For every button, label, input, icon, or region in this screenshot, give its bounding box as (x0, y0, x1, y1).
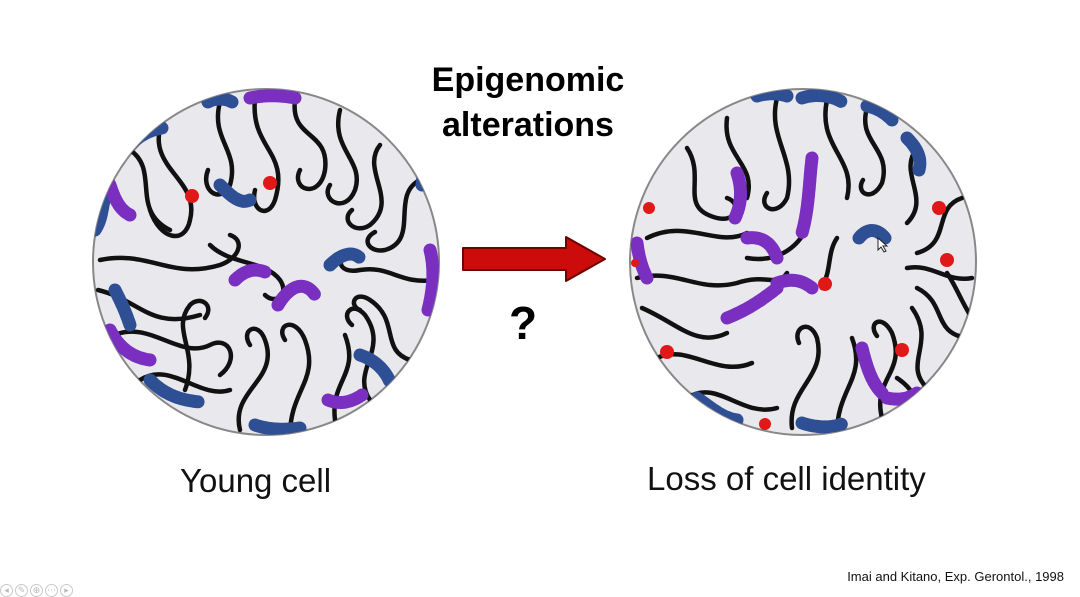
slide-title: Epigenomic alterations (412, 58, 644, 148)
transition-arrow (462, 236, 606, 282)
loss-of-identity-label: Loss of cell identity (647, 460, 926, 497)
back-arrow-icon[interactable]: ◂ (0, 584, 13, 597)
title-line-1: Epigenomic (431, 61, 625, 99)
citation: Imai and Kitano, Exp. Gerontol., 1998 (847, 569, 1064, 584)
more-icon[interactable]: ⋯ (45, 584, 58, 597)
title-line-2: alterations (442, 106, 614, 144)
question-mark: ? (508, 297, 538, 349)
pen-icon[interactable]: ✎ (15, 584, 28, 597)
mouse-cursor-icon (877, 236, 889, 253)
forward-arrow-icon[interactable]: ▸ (60, 584, 73, 597)
aged-cell-illustration (629, 88, 977, 436)
young-cell-illustration (92, 88, 440, 436)
zoom-icon[interactable]: ⊕ (30, 584, 43, 597)
slideshow-controls: ◂ ✎ ⊕ ⋯ ▸ (0, 584, 100, 597)
young-cell-label: Young cell (180, 462, 332, 499)
